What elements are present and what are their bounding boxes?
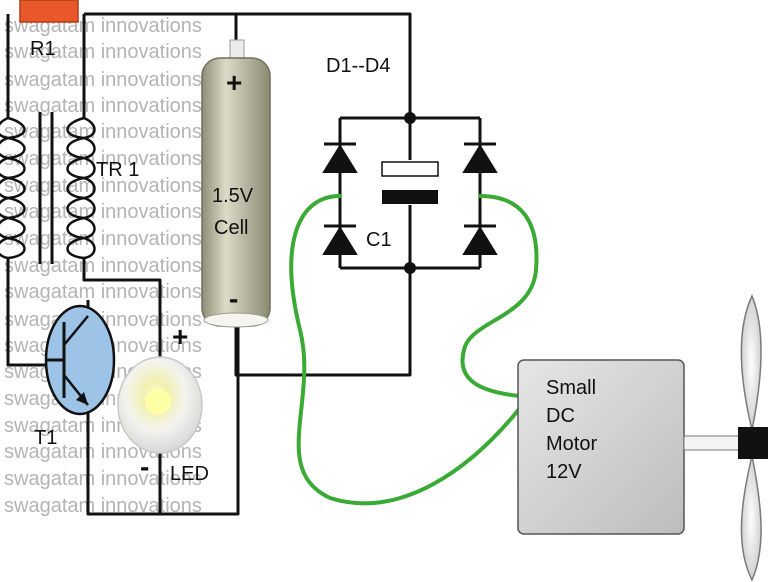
primary-coil-outer (0, 116, 9, 260)
junction-dot (404, 112, 416, 124)
c1-label: C1 (366, 229, 392, 251)
cell-base (203, 312, 269, 328)
t1-label: T1 (34, 427, 57, 449)
capacitor-c1 (381, 161, 439, 204)
led-label: LED (170, 463, 209, 485)
motor-label-line1: Small (546, 377, 596, 399)
watermark: swagatam innovations (4, 281, 202, 303)
diodes-label: D1--D4 (326, 55, 390, 77)
wire-tr-left-down (6, 258, 46, 367)
motor-label-line4: 12V (546, 461, 582, 483)
propeller (738, 294, 768, 582)
watermark: swagatam innovations (4, 69, 202, 91)
diode-icon (322, 144, 358, 173)
motor-label-line2: DC (546, 405, 575, 427)
transformer-tr1 (0, 112, 96, 264)
dc-motor (517, 359, 741, 535)
led-minus-sign: - (140, 451, 149, 482)
cell-label-type: Cell (214, 217, 248, 239)
watermark: swagatam innovations (4, 41, 202, 63)
watermark: swagatam innovations (4, 468, 202, 490)
watermark: swagatam innovations (4, 201, 202, 223)
ac-wires (289, 194, 539, 506)
cell-label-voltage: 1.5V (212, 185, 254, 207)
motor-body (517, 359, 685, 535)
secondary-coil (66, 116, 85, 260)
wire-bridge-top (236, 12, 412, 118)
diode-icon (462, 144, 498, 173)
propeller-blade-top (740, 294, 762, 431)
cell-minus-sign: - (229, 283, 238, 314)
junction-dot (404, 262, 416, 274)
emitter-arrow-icon (76, 392, 88, 405)
led-plus-sign: + (172, 321, 188, 352)
green-wire-left (289, 194, 522, 506)
transistor-t1 (44, 304, 116, 416)
green-wire-right (460, 194, 539, 398)
diode-icon (462, 226, 498, 255)
cell-battery (201, 39, 271, 328)
bridge-rectifier (322, 142, 498, 255)
capacitor-plate-negative (382, 190, 438, 204)
r1-label: R1 (30, 38, 56, 60)
diode-icon (322, 226, 358, 255)
watermark: swagatam innovations (4, 495, 202, 517)
watermark: swagatam innovations (4, 255, 202, 277)
tr1-label: TR 1 (96, 159, 139, 181)
cell-plus-sign: + (226, 67, 242, 98)
watermark: swagatam innovations (4, 95, 202, 117)
motor-shaft (683, 435, 741, 451)
watermark: swagatam innovations (4, 121, 202, 143)
motor-label-line3: Motor (546, 433, 597, 455)
propeller-hub (738, 427, 768, 459)
watermark: swagatam innovations (4, 228, 202, 250)
secondary-coil-outer (83, 116, 96, 260)
capacitor-plate-positive (381, 161, 439, 177)
led (117, 356, 203, 454)
transistor-collector (63, 315, 89, 346)
primary-coil (7, 116, 26, 260)
propeller-blade-bottom (740, 455, 762, 582)
resistor-r1 (19, 0, 79, 23)
led-glow (145, 389, 171, 415)
